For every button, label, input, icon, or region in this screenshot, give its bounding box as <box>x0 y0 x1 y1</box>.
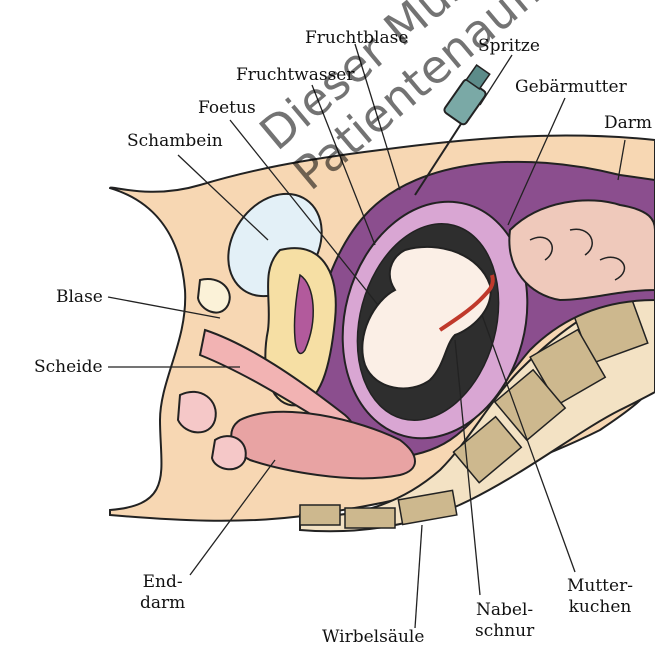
label-wirbelsaeule: Wirbelsäule <box>322 627 424 645</box>
label-blase: Blase <box>56 287 103 308</box>
anus <box>212 436 246 469</box>
label-scheide: Scheide <box>34 357 103 378</box>
label-enddarm: End- darm <box>140 572 185 614</box>
label-mutterkuchen: Mutter- kuchen <box>567 576 633 618</box>
intestine <box>509 200 655 300</box>
label-schambein: Schambein <box>127 131 223 152</box>
label-nabelschnur: Nabel- schnur <box>475 600 534 642</box>
label-gebaermutter: Gebärmutter <box>515 77 627 98</box>
label-foetus: Foetus <box>198 98 256 119</box>
label-darm: Darm <box>604 113 652 134</box>
labia <box>178 392 216 433</box>
